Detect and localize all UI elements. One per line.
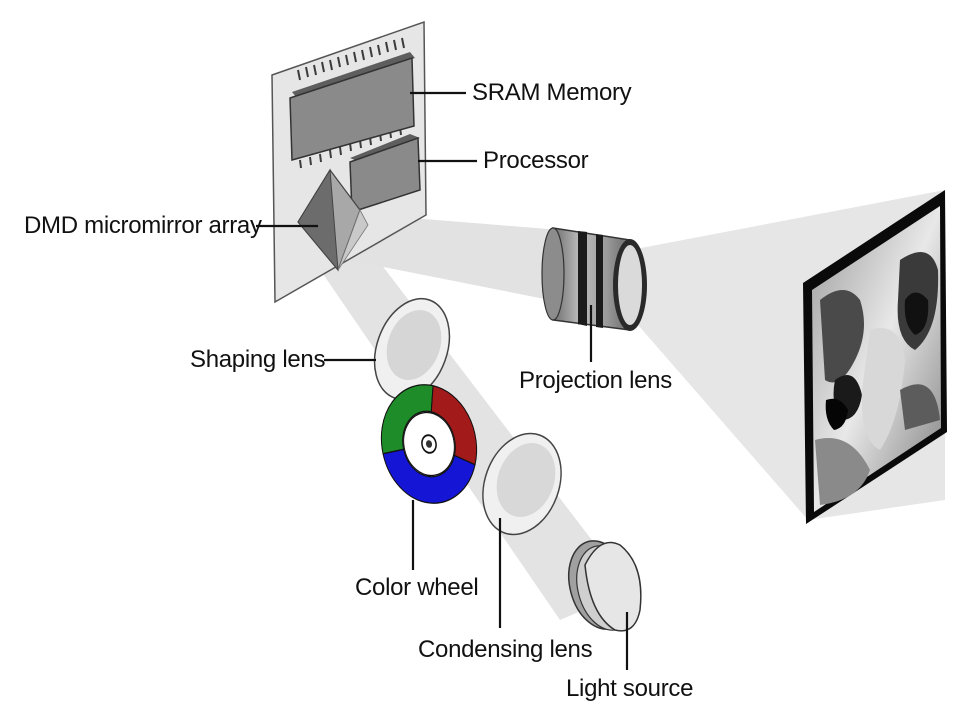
label-condensing-lens: Condensing lens	[418, 636, 593, 663]
label-shaping-lens: Shaping lens	[190, 346, 326, 373]
light-source-lamp	[568, 540, 642, 632]
projection-screen	[803, 190, 947, 524]
sram-chip	[289, 37, 415, 169]
circuit-board	[271, 20, 427, 304]
condensing-lens	[482, 432, 562, 536]
leader-lines	[256, 91, 629, 670]
projection-beam	[338, 212, 575, 305]
label-processor: Processor	[483, 147, 589, 174]
label-projection-lens: Projection lens	[519, 367, 672, 394]
projection-lens-body	[541, 227, 647, 331]
dmd-micromirror	[297, 168, 369, 272]
label-light-source: Light source	[566, 675, 694, 702]
color-wheel-blue	[382, 448, 476, 504]
screen-image-detail	[815, 252, 940, 505]
shaping-lens	[373, 297, 451, 401]
label-dmd-micromirror-array: DMD micromirror array	[24, 212, 262, 239]
label-color-wheel: Color wheel	[355, 574, 479, 601]
processor-chip	[349, 134, 421, 214]
label-sram-memory: SRAM Memory	[472, 79, 632, 106]
color-wheel	[380, 384, 478, 504]
sram-chip-body	[289, 56, 415, 161]
